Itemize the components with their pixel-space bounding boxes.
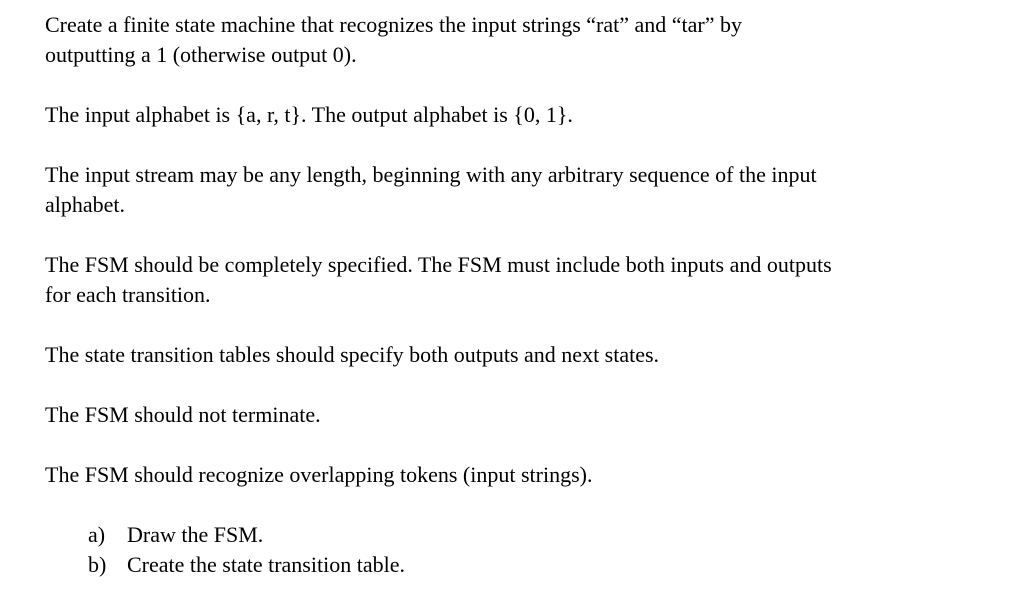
list-item-transition-table: b) Create the state transition table. [88, 550, 1004, 580]
paragraph-task: Create a finite state machine that recog… [45, 10, 1004, 70]
list-item-label: Draw the FSM. [127, 522, 264, 547]
task-list: a) Draw the FSM. b) Create the state tra… [88, 520, 1004, 580]
text-line: outputting a 1 (otherwise output 0). [45, 42, 357, 67]
list-item-marker: a) [88, 522, 106, 547]
text-line: alphabet. [45, 192, 126, 217]
paragraph-alphabets: The input alphabet is {a, r, t}. The out… [45, 100, 1004, 130]
text-line: The input stream may be any length, begi… [45, 162, 817, 187]
text-line: The FSM should be completely specified. … [45, 252, 832, 277]
paragraph-transition-tables: The state transition tables should speci… [45, 340, 1004, 370]
text-line: The state transition tables should speci… [45, 342, 660, 367]
list-item-marker: b) [88, 552, 107, 577]
text-line: Create a finite state machine that recog… [45, 12, 742, 37]
text-line: for each transition. [45, 282, 211, 307]
paragraph-specification: The FSM should be completely specified. … [45, 250, 1004, 310]
text-line: The FSM should not terminate. [45, 402, 321, 427]
paragraph-no-terminate: The FSM should not terminate. [45, 400, 1004, 430]
paragraph-overlapping-tokens: The FSM should recognize overlapping tok… [45, 460, 1004, 490]
text-line: The input alphabet is {a, r, t}. The out… [45, 102, 573, 127]
list-item-draw-fsm: a) Draw the FSM. [88, 520, 1004, 550]
list-item-label: Create the state transition table. [127, 552, 405, 577]
paragraph-input-stream: The input stream may be any length, begi… [45, 160, 1004, 220]
text-line: The FSM should recognize overlapping tok… [45, 462, 593, 487]
